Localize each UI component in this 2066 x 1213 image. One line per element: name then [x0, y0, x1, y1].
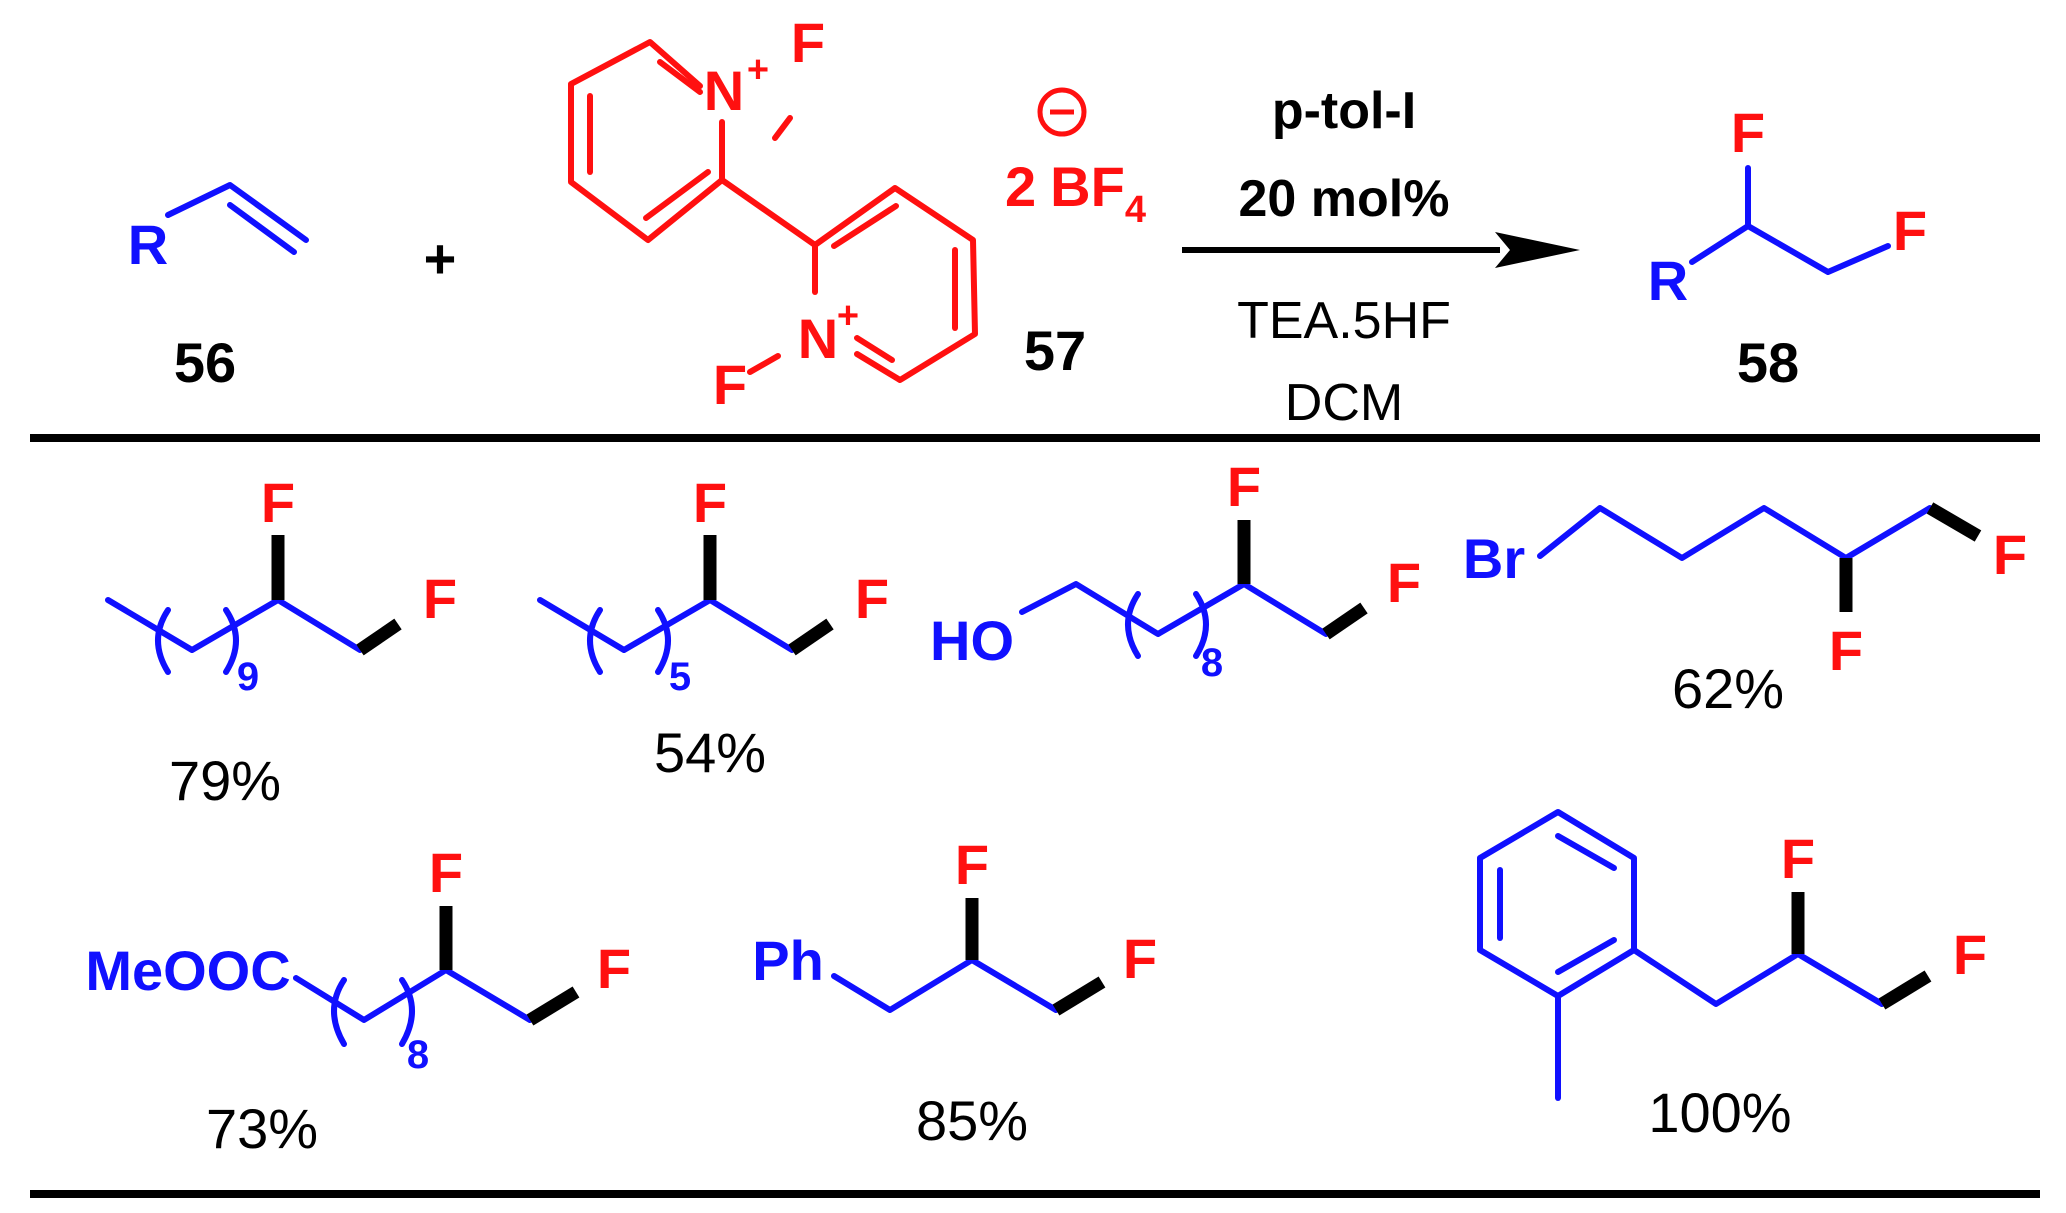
fluoride-source-label: TEA.5HF	[1237, 292, 1451, 350]
fluorine-label: F	[1953, 923, 1987, 986]
catalyst-loading-label: 20 mol%	[1239, 170, 1450, 228]
compound-number-57: 57	[1024, 319, 1086, 382]
yield-label: 79%	[169, 749, 281, 812]
yield-label: 62%	[1672, 657, 1784, 720]
fluorine-label: F	[1781, 827, 1815, 890]
fluorine-label-lower: F	[713, 353, 747, 416]
anion-charge-icon	[1037, 87, 1087, 137]
phenyl-label: Ph	[752, 929, 824, 992]
fluorine-label: F	[261, 471, 295, 534]
reaction-arrow-head-icon	[1495, 232, 1580, 268]
product-c9-chain: 9 F F 79%	[105, 471, 457, 812]
product-hydroxy-chain: HO 8 F F	[930, 455, 1421, 685]
charge-label-upper: +	[747, 49, 769, 91]
product-o-tolyl-chain: F F 100%	[1477, 809, 1987, 1144]
fluorine-label: F	[1387, 551, 1421, 614]
charge-label-lower: +	[837, 295, 859, 337]
ester-label: MeOOC	[85, 939, 290, 1002]
r-group-label-product: R	[1648, 249, 1688, 312]
fluorine-label: F	[1123, 927, 1157, 990]
product-phenyl-chain: Ph F F 85%	[752, 833, 1157, 1152]
fluorine-label-product-1: F	[1731, 101, 1765, 164]
repeat-unit-label: 9	[237, 655, 259, 699]
fluorine-label: F	[429, 841, 463, 904]
fluorine-label: F	[423, 567, 457, 630]
repeat-unit-label: 5	[669, 655, 691, 699]
fluorine-label: F	[1829, 619, 1863, 682]
catalyst-label: p-tol-I	[1272, 82, 1416, 140]
product-bromo-chain: Br F F 62%	[1463, 502, 2027, 720]
substrate-alkene-56: R 56	[128, 182, 309, 394]
nitrogen-label-lower: N	[798, 307, 838, 370]
plus-sign: +	[424, 227, 457, 290]
fluorine-label-product-2: F	[1893, 199, 1927, 262]
yield-label: 54%	[654, 721, 766, 784]
fluorine-label-upper: F	[791, 11, 825, 74]
fluorine-label: F	[693, 471, 727, 534]
compound-number-58: 58	[1737, 331, 1799, 394]
bromine-label: Br	[1463, 527, 1525, 590]
product-c5-chain: 5 F F 54%	[537, 471, 889, 784]
product-ester-chain: MeOOC 8 F F 73%	[85, 841, 631, 1160]
solvent-label: DCM	[1285, 374, 1403, 432]
yield-label: 100%	[1648, 1081, 1791, 1144]
fluorine-label: F	[1227, 455, 1261, 518]
nitrogen-label-upper: N	[704, 59, 744, 122]
fluorine-label: F	[597, 937, 631, 1000]
yield-label: 85%	[916, 1089, 1028, 1152]
repeat-unit-label: 8	[407, 1033, 429, 1077]
fluorine-label: F	[1993, 523, 2027, 586]
yield-label: 73%	[206, 1097, 318, 1160]
repeat-unit-label: 8	[1201, 641, 1223, 685]
compound-number-56: 56	[174, 331, 236, 394]
reaction-conditions: p-tol-I 20 mol% TEA.5HF DCM	[1182, 82, 1580, 432]
r-group-label: R	[128, 213, 168, 276]
product-vicinal-difluoride-58: R F F 58	[1648, 101, 1927, 394]
hydroxyl-label: HO	[930, 609, 1014, 672]
fluorine-label: F	[855, 567, 889, 630]
fluorine-label: F	[955, 833, 989, 896]
